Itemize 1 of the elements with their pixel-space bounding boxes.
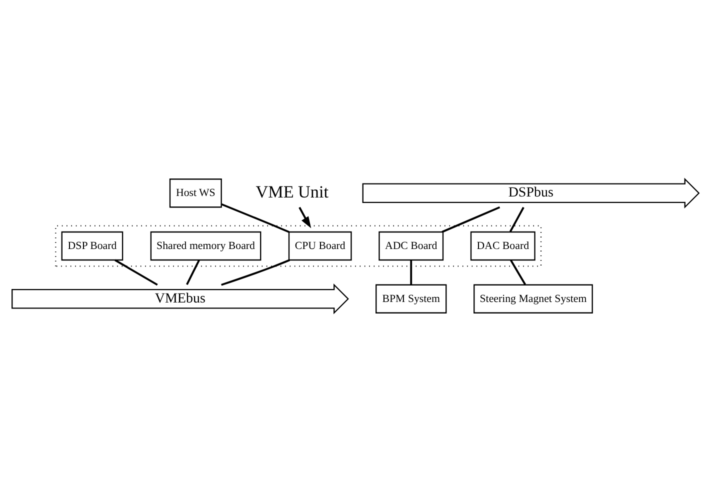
node-text: VME Unit xyxy=(256,182,328,201)
